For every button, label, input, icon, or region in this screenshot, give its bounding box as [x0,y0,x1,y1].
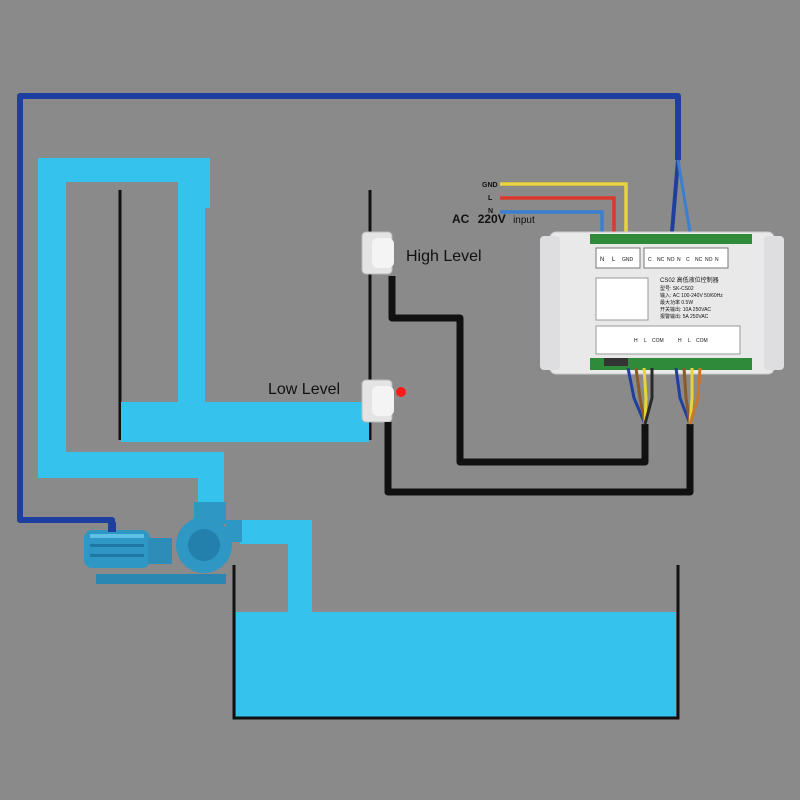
terminal-right-1: NC [657,257,665,263]
terminal-right-7: N [715,257,719,263]
terminal-right-3: N [677,257,681,263]
signal-wire [17,93,681,528]
controller-sensor-leads [626,367,702,425]
terminal-bottom-3: H [678,338,682,344]
terminal-right-2: NO [667,257,675,263]
l-label: L [488,195,493,202]
wire-gnd [500,182,628,238]
controller-power: 最大功率 0.5W [660,299,693,306]
ac-suffix: input [513,215,535,226]
ac-prefix: AC [452,212,470,226]
controller-title: CS02 高低液位控制器 [660,276,719,284]
n-label: N [488,208,493,215]
controller-module-icon [540,231,784,375]
signal-wire-branch [676,159,692,233]
low-level-sensor [361,379,406,423]
controller-output2: 报警输出: 5A 250VAC [660,313,709,320]
terminal-left-1: L [612,257,616,263]
gnd-label: GND [482,182,498,189]
terminal-bottom-1: L [644,338,647,344]
terminal-right-5: NC [695,257,703,263]
terminal-right-0: C [648,257,652,263]
terminal-left-0: N [600,257,604,263]
feed-pipe [38,158,224,506]
ac-input-label: AC 220V input [452,212,535,226]
terminal-bottom-0: H [634,338,638,344]
terminal-right-6: NO [705,257,713,263]
terminal-right-4: C [686,257,690,263]
ac-voltage: 220V [478,212,506,226]
feed-pipe-drop [178,182,205,404]
wire-n [500,210,604,238]
controller-power-in: 输入: AC 100-240V 50/60Hz [660,292,723,299]
signal-wire-entry [670,159,680,233]
high-sensor-wire [388,276,649,466]
terminal-bottom-4: L [688,338,691,344]
terminal-bottom-5: COM [696,338,708,344]
controller-model: 型号: SK-CS02 [660,285,694,292]
terminal-left-2: GND [622,257,634,263]
lower-tank-walls [232,565,680,720]
low-level-label: Low Level [268,381,340,398]
low-sensor-wire [384,422,694,496]
upper-tank-water [121,402,369,442]
wire-l [500,196,616,238]
terminal-bottom-2: COM [652,338,664,344]
high-level-label: High Level [406,248,482,265]
lower-tank-water [236,612,676,718]
pump-icon [84,502,242,584]
alarm-led [396,387,406,397]
high-level-sensor [361,231,394,275]
controller-output1: 开关输出: 10A 250VAC [660,306,711,313]
